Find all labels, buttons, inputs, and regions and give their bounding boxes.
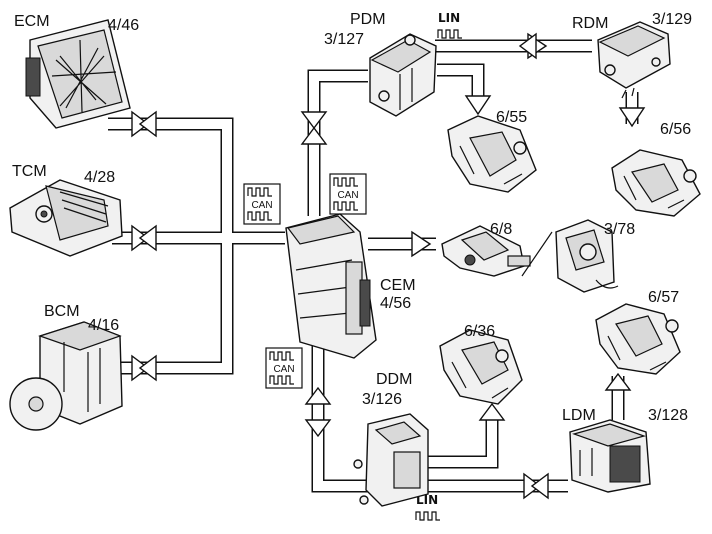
bcm-ref: 4/16	[88, 317, 119, 334]
cem-unit	[285, 213, 377, 359]
ldm-unit	[569, 419, 651, 493]
lock-6-36	[439, 329, 523, 405]
can-label: CAN	[337, 190, 358, 201]
tcm-unit	[9, 179, 123, 257]
pdm-name: PDM	[350, 11, 386, 28]
tcm-name: TCM	[12, 163, 47, 180]
can-label-box-pdm: CAN	[329, 173, 367, 215]
labels: ECM 4/46 TCM 4/28 BCM 4/16 PDM 3/127 RDM…	[12, 11, 692, 424]
ddm-name: DDM	[376, 371, 412, 388]
pdm-unit	[369, 33, 437, 117]
cem-name: CEM	[380, 277, 416, 294]
can-label: CAN	[273, 364, 294, 375]
can-label-box-left: CAN	[243, 183, 281, 225]
lock-6-56	[611, 149, 701, 217]
ecm-ref: 4/46	[108, 17, 139, 34]
rdm-unit	[597, 21, 671, 99]
tailgate-switch-3-78-ref: 3/78	[604, 221, 635, 238]
can-label: CAN	[251, 200, 272, 211]
divider-line	[521, 231, 553, 277]
bcm-unit	[9, 321, 123, 431]
cem-ref: 4/56	[380, 295, 411, 312]
svg-text:LIN: LIN	[438, 11, 460, 25]
can-bus-pdm	[307, 69, 368, 216]
lock-6-55	[447, 115, 537, 193]
rdm-name: RDM	[572, 15, 608, 32]
ddm-unit	[353, 413, 429, 507]
tcm-ref: 4/28	[84, 169, 115, 186]
pdm-ref: 3/127	[324, 31, 364, 48]
lock-6-55-ref: 6/55	[496, 109, 527, 126]
lock-6-56-ref: 6/56	[660, 121, 691, 138]
tailgate-6-8	[441, 225, 531, 277]
tailgate-switch-3-78	[555, 219, 619, 293]
lin-label-top: LIN	[437, 11, 462, 39]
ddm-ref: 3/126	[362, 391, 402, 408]
lock-6-57-ref: 6/57	[648, 289, 679, 306]
ecm-name: ECM	[14, 13, 50, 30]
ecm-unit	[25, 19, 131, 129]
ldm-name: LDM	[562, 407, 596, 424]
lin-label-bottom: LIN	[415, 493, 440, 521]
bcm-name: BCM	[44, 303, 80, 320]
lock-6-57	[595, 303, 681, 375]
lock-6-36-ref: 6/36	[464, 323, 495, 340]
can-label-box-ddm: CAN	[265, 347, 303, 389]
svg-text:LIN: LIN	[416, 493, 438, 507]
rdm-ref: 3/129	[652, 11, 692, 28]
tailgate-6-8-ref: 6/8	[490, 221, 512, 238]
can-bus-left	[108, 117, 285, 375]
arrowheads	[131, 32, 646, 500]
lin-bus-top	[435, 39, 639, 124]
ldm-ref: 3/128	[648, 407, 688, 424]
